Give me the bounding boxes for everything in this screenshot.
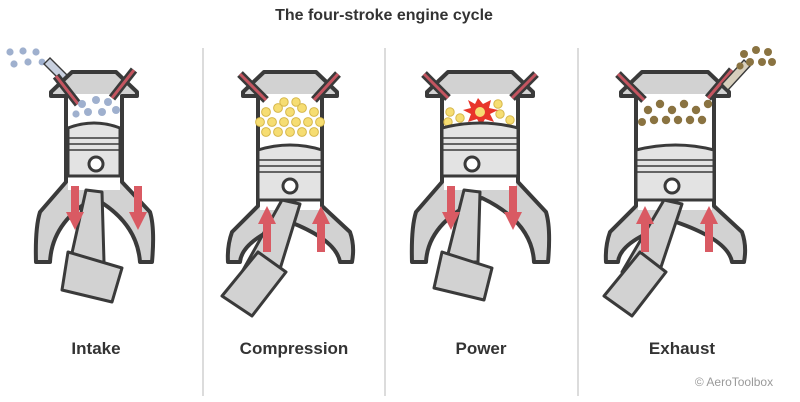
down-arrow <box>66 186 84 230</box>
intake-valve <box>237 71 269 103</box>
combustion-burst-icon <box>463 98 498 126</box>
up-arrow <box>700 206 718 252</box>
compression-panel: Compression <box>220 70 356 358</box>
intake-gas-charge <box>72 96 120 118</box>
intake-valve <box>615 71 647 103</box>
exhaust-gas-charge <box>638 99 713 126</box>
compressed-mixture <box>255 97 325 137</box>
stroke-label-exhaust: Exhaust <box>649 339 715 358</box>
power-panel: Power <box>409 70 552 358</box>
down-arrow <box>129 186 147 230</box>
exhaust-valve <box>704 67 736 101</box>
piston <box>256 143 324 202</box>
exhaust-valve <box>108 67 138 101</box>
copyright-credit: © AeroToolbox <box>695 375 773 389</box>
exhaust-valve <box>509 71 539 101</box>
exhaust-panel: Exhaust <box>602 46 776 358</box>
exhaust-valve <box>311 71 341 103</box>
piston <box>66 121 122 178</box>
intake-gas-stream <box>6 47 46 68</box>
crankshaft <box>60 250 124 304</box>
crankshaft <box>432 250 494 302</box>
up-arrow <box>636 206 654 252</box>
intake-panel: Intake <box>6 47 156 358</box>
piston <box>634 143 716 202</box>
stroke-label-compression: Compression <box>240 339 349 358</box>
crankshaft <box>220 250 288 318</box>
crankshaft <box>602 250 668 318</box>
down-arrow <box>504 186 522 230</box>
stroke-label-intake: Intake <box>71 339 120 358</box>
exhaust-gas-stream <box>736 46 776 70</box>
diagram-title: The four-stroke engine cycle <box>275 7 493 24</box>
up-arrow <box>312 206 330 252</box>
down-arrow <box>442 186 460 230</box>
intake-valve <box>421 71 451 101</box>
intake-valve <box>52 73 82 107</box>
stroke-label-power: Power <box>455 339 506 358</box>
piston <box>440 121 520 178</box>
up-arrow <box>258 206 276 252</box>
